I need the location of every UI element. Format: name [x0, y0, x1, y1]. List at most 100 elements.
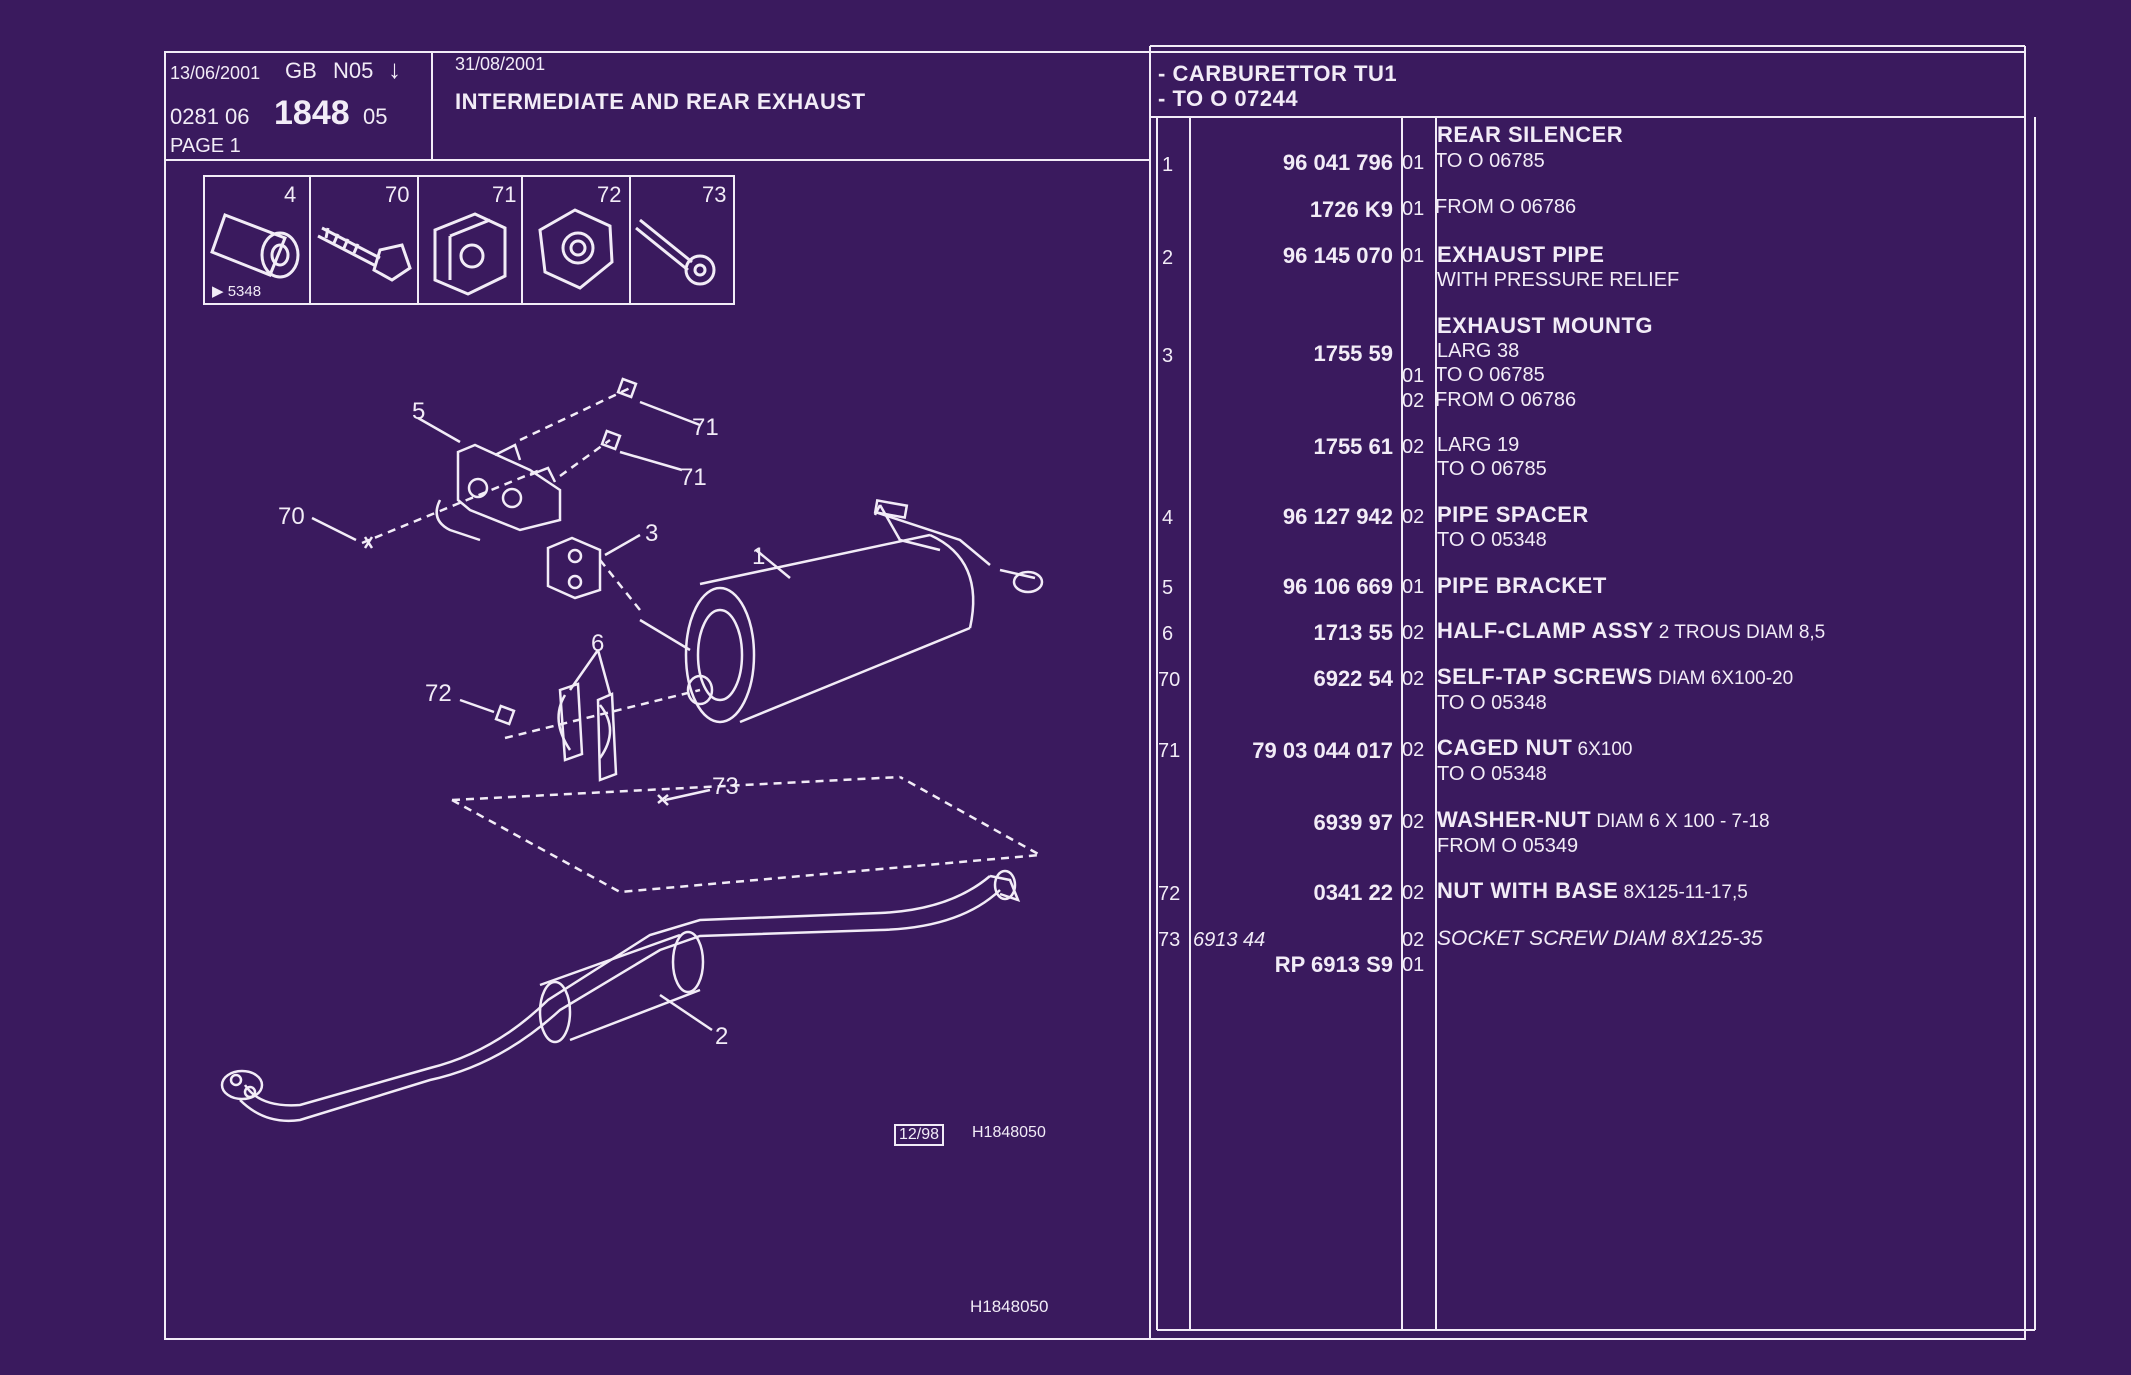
table-row-ref: 71 — [1158, 740, 1181, 762]
icon-note: ▶ 5348 — [212, 283, 262, 300]
table-row-qty: 01 — [1402, 152, 1425, 174]
table-row-qty: 02 — [1402, 882, 1425, 904]
icon-num-72: 72 — [597, 182, 622, 207]
nut-with-base-icon — [538, 208, 614, 290]
rear-silencer-drawing — [639, 499, 1044, 724]
table-row-sub: TO O 05348 — [1437, 529, 1547, 551]
table-row-description: NUT WITH BASE 8X125-11-17,5 — [1437, 878, 1748, 903]
table-row-qty: 02 — [1402, 929, 1425, 951]
table-row-qty: 02 — [1402, 668, 1425, 690]
table-row-description: PIPE SPACER — [1437, 502, 1589, 527]
table-row-qty: 02 — [1402, 436, 1425, 458]
edition-date: 31/08/2001 — [455, 54, 546, 74]
table-row-ref: 6 — [1162, 623, 1174, 645]
diagram-code: H1848050 — [972, 1124, 1046, 1141]
ref-main: 1848 — [274, 94, 350, 132]
table-row-qty: 02 — [1402, 390, 1425, 412]
callout-70: 70 — [278, 503, 305, 530]
table-row-qty: 02 — [1402, 506, 1425, 528]
table-row-part-number: 6913 44 — [1193, 929, 1266, 951]
table-row-part-number: 1713 55 — [1313, 620, 1393, 645]
table-row-qty: 01 — [1402, 198, 1425, 220]
callout-71b: 71 — [680, 464, 707, 491]
ref-suffix: 05 — [363, 104, 388, 129]
table-row-description: SOCKET SCREW DIAM 8X125-35 — [1437, 927, 1763, 950]
table-row-qty: 01 — [1402, 365, 1425, 387]
table-row-qty: 01 — [1402, 245, 1425, 267]
table-row-qty: 01 — [1402, 954, 1425, 976]
table-row-ref: 2 — [1162, 247, 1174, 269]
model-line-1: - CARBURETTOR TU1 — [1158, 61, 1398, 86]
table-row-part-number: 1755 59 — [1313, 341, 1393, 366]
table-row-description: REAR SILENCER — [1437, 122, 1624, 147]
table-row-part-number: 96 127 942 — [1282, 504, 1393, 529]
table-row-sub: WITH PRESSURE RELIEF — [1437, 269, 1680, 291]
table-row-description: LARG 19 — [1437, 434, 1520, 456]
half-clamp-drawing — [557, 682, 618, 782]
table-row-description: WASHER-NUT DIAM 6 X 100 - 7-18 — [1437, 807, 1770, 832]
table-row-part-number: 0341 22 — [1313, 880, 1393, 905]
table-row-description: PIPE BRACKET — [1437, 573, 1607, 598]
table-row-description: EXHAUST PIPE — [1437, 242, 1605, 267]
print-date: 13/06/2001 — [170, 63, 261, 83]
callout-5: 5 — [412, 398, 426, 425]
table-row-sub: LARG 38 — [1437, 340, 1520, 362]
table-row-part-number: 6922 54 — [1313, 666, 1393, 691]
table-row-description: SELF-TAP SCREWS DIAM 6X100-20 — [1437, 664, 1794, 689]
table-row-part-number: 96 106 669 — [1282, 574, 1393, 599]
model-line-2: - TO O 07244 — [1158, 86, 1299, 111]
footer-code: H1848050 — [970, 1297, 1049, 1316]
table-row-description: EXHAUST MOUNTG — [1437, 313, 1653, 338]
table-row-sub: FROM O 06786 — [1435, 389, 1577, 411]
socket-screw-icon — [635, 218, 716, 286]
revision-stamp: 12/98 — [894, 1124, 945, 1146]
table-row-qty: 02 — [1402, 739, 1425, 761]
exhaust-pipe-drawing — [220, 869, 1021, 1122]
table-row-ref: 1 — [1162, 154, 1174, 176]
table-row-part-number: 6939 97 — [1313, 810, 1393, 835]
callout-2: 2 — [715, 1023, 729, 1050]
pipe-bracket-drawing — [435, 443, 562, 542]
callout-1: 1 — [752, 543, 766, 570]
table-row-sub: TO O 06785 — [1435, 150, 1545, 172]
table-row-sub: TO O 05348 — [1437, 692, 1547, 714]
table-row-sub: TO O 05348 — [1437, 763, 1547, 785]
arrow-down-icon: ↓ — [388, 54, 401, 84]
table-row-part-number: 96 041 796 — [1282, 150, 1393, 175]
callout-73: 73 — [712, 773, 739, 800]
table-row-qty: 02 — [1402, 811, 1425, 833]
language-code: GB — [285, 58, 317, 83]
table-row-part-number: 79 03 044 017 — [1252, 738, 1393, 763]
table-row-ref: 3 — [1162, 345, 1174, 367]
self-tap-screw-icon — [317, 226, 412, 282]
table-row-ref: 4 — [1162, 507, 1174, 529]
page-number: PAGE 1 — [170, 135, 241, 157]
caged-nut-icon — [433, 212, 507, 296]
version-code: N05 — [333, 58, 374, 83]
table-row-part-number: RP 6913 S9 — [1274, 952, 1393, 977]
icon-num-73: 73 — [702, 182, 727, 207]
table-row-sub: TO O 06785 — [1437, 458, 1547, 480]
table-row-sub: FROM O 05349 — [1437, 835, 1579, 857]
callout-6: 6 — [591, 630, 605, 657]
table-row-ref: 5 — [1162, 577, 1174, 599]
table-row-part-number: 1726 K9 — [1309, 197, 1393, 222]
table-row-description: CAGED NUT 6X100 — [1437, 735, 1633, 760]
table-row-description: HALF-CLAMP ASSY 2 TROUS DIAM 8,5 — [1437, 618, 1826, 643]
callout-3: 3 — [645, 520, 659, 547]
table-row-qty: 01 — [1402, 576, 1425, 598]
table-row-ref: 72 — [1158, 883, 1181, 905]
icon-num-4: 4 — [284, 182, 297, 207]
callout-72: 72 — [425, 680, 452, 707]
exhaust-mount-drawing — [546, 536, 602, 600]
icon-num-71: 71 — [492, 182, 517, 207]
table-row-sub: TO O 06785 — [1435, 364, 1545, 386]
table-row-ref: 70 — [1158, 669, 1181, 691]
pipe-spacer-icon — [210, 213, 300, 279]
table-row-ref: 73 — [1158, 929, 1181, 951]
table-row-part-number: 1755 61 — [1313, 434, 1393, 459]
